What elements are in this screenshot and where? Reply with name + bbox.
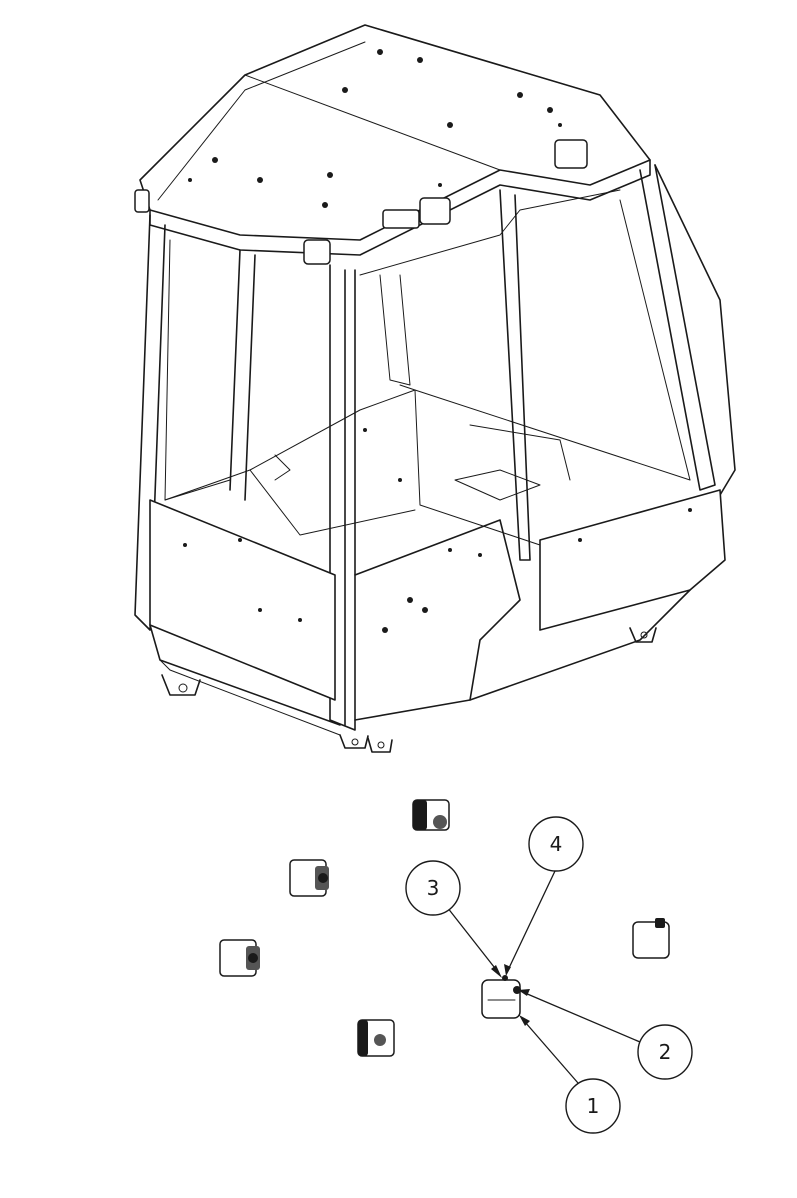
lamp-upper-left	[289, 859, 329, 897]
balloon-2-label: 2	[659, 1040, 672, 1064]
cab-roof	[139, 24, 651, 256]
lamp-bottom-left	[357, 1019, 395, 1057]
roof-lamps	[134, 139, 588, 265]
cab-interior	[164, 189, 691, 557]
leader-lines	[446, 870, 641, 1084]
balloon-4: 4	[528, 816, 584, 872]
lamp-top	[412, 799, 450, 831]
cab-assembly	[134, 24, 736, 753]
exploded-lamps	[219, 799, 670, 1057]
balloon-3: 3	[405, 860, 461, 916]
cab-mounting-feet	[161, 627, 657, 753]
balloon-1-label: 1	[587, 1094, 600, 1118]
balloon-4-label: 4	[550, 832, 563, 856]
cab-lower-body	[149, 489, 726, 736]
lamp-left	[219, 939, 260, 977]
lamp-right	[632, 918, 670, 959]
balloon-2: 2	[637, 1024, 693, 1080]
lamp-detailed	[481, 975, 521, 1019]
cab-pillars	[134, 164, 736, 731]
balloon-3-label: 3	[427, 876, 440, 900]
balloon-1: 1	[565, 1078, 621, 1134]
